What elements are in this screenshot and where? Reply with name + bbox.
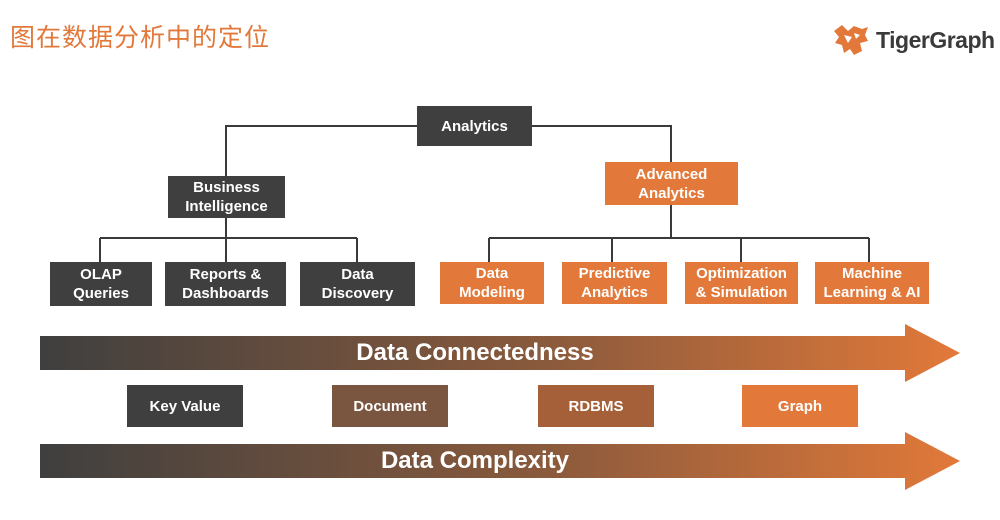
logo-text: TigerGraph: [876, 26, 995, 53]
page-title: 图在数据分析中的定位: [10, 23, 271, 52]
node-business-intelligence: Business Intelligence: [168, 176, 285, 218]
connector-root-bi: [225, 125, 417, 176]
db-document: Document: [332, 385, 448, 427]
connector-root-aa: [532, 125, 672, 162]
node-predictive-analytics: Predictive Analytics: [562, 262, 667, 304]
connectedness-label: Data Connectedness: [356, 339, 594, 366]
node-analytics: Analytics: [417, 106, 532, 146]
node-optimization-simulation: Optimization & Simulation: [685, 262, 798, 304]
node-data-modeling: Data Modeling: [440, 262, 544, 304]
db-rdbms: RDBMS: [538, 385, 654, 427]
tiger-head-icon: [834, 25, 868, 55]
node-advanced-analytics: Advanced Analytics: [605, 162, 738, 205]
node-data-discovery: Data Discovery: [300, 262, 415, 306]
node-olap-queries: OLAP Queries: [50, 262, 152, 306]
node-reports-dashboards: Reports & Dashboards: [165, 262, 286, 306]
complexity-label: Data Complexity: [380, 447, 570, 474]
tigergraph-logo: TigerGraph: [832, 20, 995, 60]
db-key-value: Key Value: [127, 385, 243, 427]
db-graph: Graph: [742, 385, 858, 427]
node-machine-learning-ai: Machine Learning & AI: [815, 262, 929, 304]
